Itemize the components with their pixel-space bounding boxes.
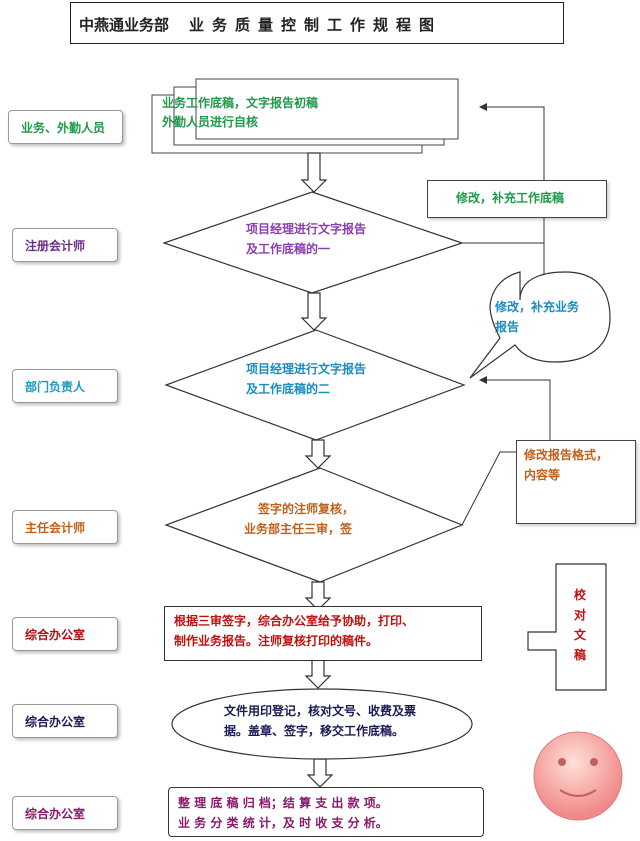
role-label-1: 业务、外勤人员: [21, 120, 106, 135]
step1-line2: 外勤人员进行自核: [162, 115, 259, 129]
feedback3-line1: 修改报告格式，: [524, 448, 609, 462]
step1-line1: 业务工作底稿，文字报告初稿: [162, 96, 319, 110]
step6-line1: 文件用印登记，核对文号、收费及票: [224, 704, 417, 718]
role-label-5: 综合办公室: [25, 627, 86, 642]
process-ellipse-6: [171, 688, 473, 760]
down-arrow-1: [300, 152, 328, 193]
feedback4-char-1: 校: [574, 588, 587, 602]
role-label-4: 主任会计师: [25, 520, 86, 535]
role-label-7: 综合办公室: [25, 806, 86, 821]
company-name: 中燕通业务部: [79, 16, 170, 34]
title-box: 中燕通业务部 业务质量控制工作规程图: [70, 2, 564, 44]
role-box-field-staff: 业务、外勤人员: [8, 110, 123, 144]
feedback-box-1: [427, 180, 607, 218]
down-arrow-5: [304, 659, 332, 689]
step2-line1: 项目经理进行文字报告: [246, 222, 367, 236]
step5-line1: 根据三审签字，综合办公室给予协助，打印、: [174, 614, 415, 628]
role-box-chief-cpa: 主任会计师: [12, 510, 118, 544]
step4-line1: 签字的注师复核，: [258, 502, 355, 516]
down-arrow-4: [304, 581, 332, 611]
step4-line2: 业务部主任三审，签: [244, 522, 353, 536]
role-label-6: 综合办公室: [25, 714, 86, 729]
step6-line2: 据。盖章、签字，移交工作底稿。: [224, 724, 405, 738]
down-arrow-6: [306, 758, 334, 788]
feedback4-char-3: 文: [574, 628, 587, 642]
decision-diamond-3: [164, 329, 466, 441]
step2-line2: 及工作底稿的一: [246, 242, 331, 256]
role-box-office-2: 综合办公室: [12, 704, 118, 738]
role-label-2: 注册会计师: [25, 238, 86, 253]
step7-line1: 整 理 底 稿 归 档；结 算 支 出 款 项。: [178, 796, 388, 810]
feedback-bubble-2: [469, 271, 611, 379]
step3-line1: 项目经理进行文字报告: [246, 362, 367, 376]
feedback4-char-4: 稿: [574, 648, 587, 662]
feedback-line-3: [479, 376, 551, 440]
page-title: 业务质量控制工作规程图: [189, 16, 443, 34]
feedback2-line2: 报告: [495, 320, 520, 334]
feedback-line-1: [462, 103, 545, 244]
role-box-dept-head: 部门负责人: [12, 369, 118, 403]
decision-diamond-2: [162, 191, 464, 294]
role-box-office-1: 综合办公室: [12, 617, 118, 651]
step7-line2: 业 务 分 类 统 计，及 时 收 支 分 析。: [178, 816, 388, 830]
smiley-icon: [533, 731, 623, 821]
step3-line2: 及工作底稿的二: [246, 382, 331, 396]
down-arrow-2: [300, 292, 328, 331]
feedback-box-3: [516, 440, 636, 524]
document-box-front: [195, 78, 459, 140]
feedback1-label: 修改，补充工作底稿: [456, 191, 565, 205]
feedback3-line2: 内容等: [524, 468, 561, 482]
feedback-line-4: [461, 451, 516, 526]
role-box-cpa: 注册会计师: [12, 228, 118, 262]
process-box-5: [164, 606, 482, 661]
feedback4-char-2: 对: [574, 608, 587, 622]
step5-line2: 制作业务报告。注师复核打印的稿件。: [174, 634, 379, 648]
decision-diamond-4: [164, 467, 464, 583]
role-label-3: 部门负责人: [25, 379, 86, 394]
down-arrow-3: [304, 439, 332, 469]
feedback2-line1: 修改，补充业务: [495, 300, 580, 314]
feedback-arrow-4: [527, 563, 607, 691]
process-box-7: [168, 787, 484, 837]
role-box-office-3: 综合办公室: [12, 796, 118, 830]
